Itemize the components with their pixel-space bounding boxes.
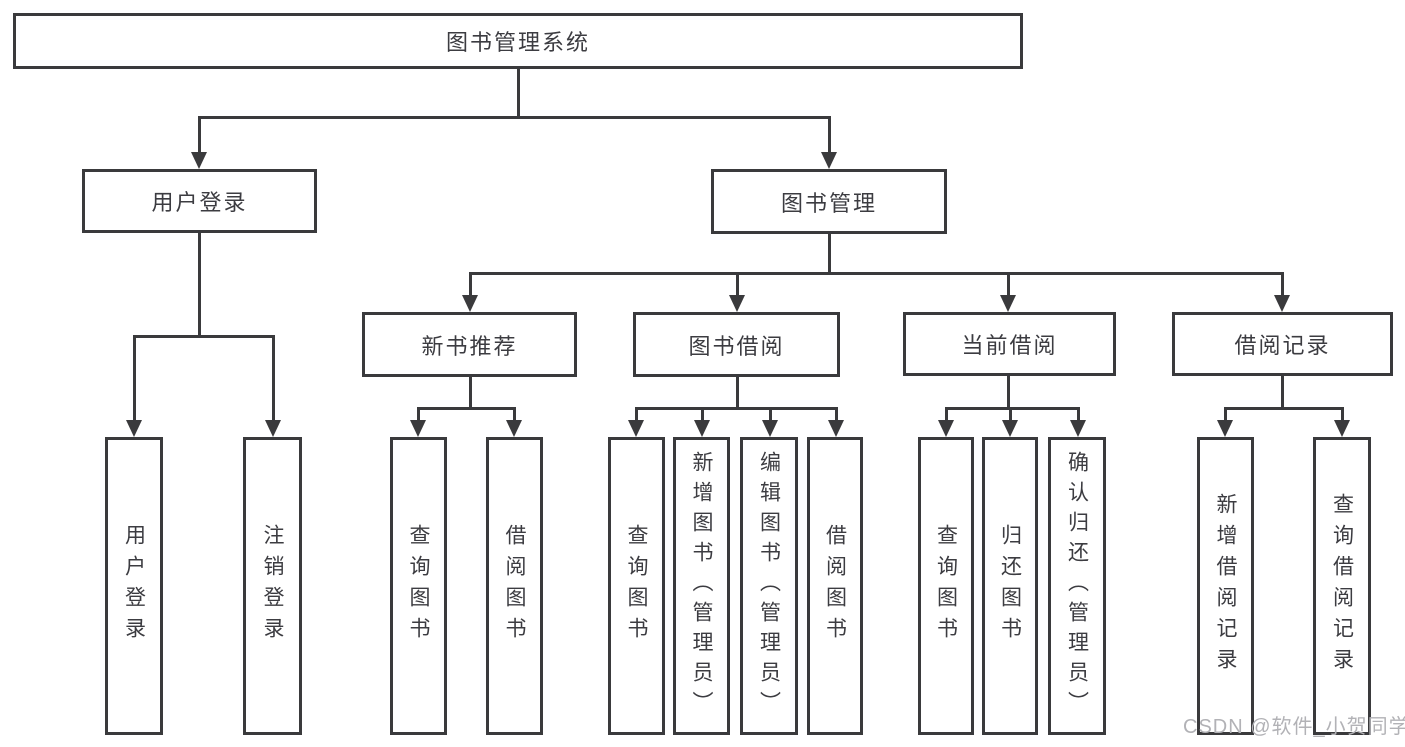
node-book-borrow: 图书借阅 [633, 312, 840, 377]
node-leaf-rec-query: 查询图书 [390, 437, 447, 735]
connector-segment [469, 377, 472, 410]
connector-segment [635, 407, 838, 410]
node-leaf-bor-edit: 编辑图书（管理员） [740, 437, 798, 735]
connector-segment [835, 408, 838, 422]
connector-segment [736, 377, 739, 410]
node-leaf-recd-query: 查询借阅记录 [1313, 437, 1371, 735]
node-leaf-bor-add: 新增图书（管理员） [673, 437, 730, 735]
node-leaf-recd-add: 新增借阅记录 [1197, 437, 1254, 735]
connector-segment [828, 117, 831, 154]
node-leaf-user-login: 用户登录 [105, 437, 163, 735]
connector-segment [736, 273, 739, 297]
connector-segment [945, 408, 948, 422]
arrow-down-icon [628, 420, 644, 437]
node-user-login: 用户登录 [82, 169, 317, 233]
connector-segment [272, 336, 275, 422]
connector-segment [417, 408, 420, 422]
node-leaf-bor-borrow: 借阅图书 [807, 437, 863, 735]
connector-segment [417, 407, 516, 410]
arrow-down-icon [265, 420, 281, 437]
arrow-down-icon [762, 420, 778, 437]
node-new-book-recommend: 新书推荐 [362, 312, 577, 377]
connector-segment [828, 234, 831, 275]
connector-segment [198, 233, 201, 338]
connector-segment [1224, 408, 1227, 422]
arrow-down-icon [1274, 295, 1290, 312]
arrow-down-icon [729, 295, 745, 312]
arrow-down-icon [1002, 420, 1018, 437]
connector-segment [133, 336, 136, 422]
connector-segment [198, 116, 831, 119]
arrow-down-icon [821, 152, 837, 169]
connector-segment [1077, 408, 1080, 422]
connector-segment [469, 272, 1284, 275]
node-leaf-bor-query: 查询图书 [608, 437, 665, 735]
node-borrow-records: 借阅记录 [1172, 312, 1393, 376]
connector-segment [1009, 408, 1012, 422]
node-book-mgmt: 图书管理 [711, 169, 947, 234]
connector-segment [1007, 376, 1010, 410]
node-leaf-cur-confirm: 确认归还（管理员） [1048, 437, 1106, 735]
node-root: 图书管理系统 [13, 13, 1023, 69]
node-leaf-logout: 注销登录 [243, 437, 302, 735]
connector-segment [469, 273, 472, 297]
connector-segment [517, 69, 520, 119]
node-leaf-cur-query: 查询图书 [918, 437, 974, 735]
connector-segment [1341, 408, 1344, 422]
connector-segment [1007, 273, 1010, 297]
connector-segment [701, 408, 704, 422]
arrow-down-icon [462, 295, 478, 312]
arrow-down-icon [1334, 420, 1350, 437]
arrow-down-icon [1217, 420, 1233, 437]
connector-segment [635, 408, 638, 422]
arrow-down-icon [126, 420, 142, 437]
connector-segment [133, 335, 275, 338]
connector-segment [1224, 407, 1344, 410]
arrow-down-icon [828, 420, 844, 437]
csdn-watermark: CSDN @软件_小贺同学 [1183, 716, 1405, 738]
connector-segment [945, 407, 1080, 410]
node-leaf-cur-return: 归还图书 [982, 437, 1038, 735]
node-current-borrow: 当前借阅 [903, 312, 1116, 376]
connector-segment [1281, 273, 1284, 297]
arrow-down-icon [938, 420, 954, 437]
arrow-down-icon [1070, 420, 1086, 437]
arrow-down-icon [506, 420, 522, 437]
connector-segment [769, 408, 772, 422]
arrow-down-icon [1000, 295, 1016, 312]
arrow-down-icon [410, 420, 426, 437]
arrow-down-icon [694, 420, 710, 437]
connector-segment [198, 117, 201, 154]
connector-segment [513, 408, 516, 422]
node-leaf-rec-borrow: 借阅图书 [486, 437, 543, 735]
arrow-down-icon [191, 152, 207, 169]
connector-segment [1281, 376, 1284, 410]
